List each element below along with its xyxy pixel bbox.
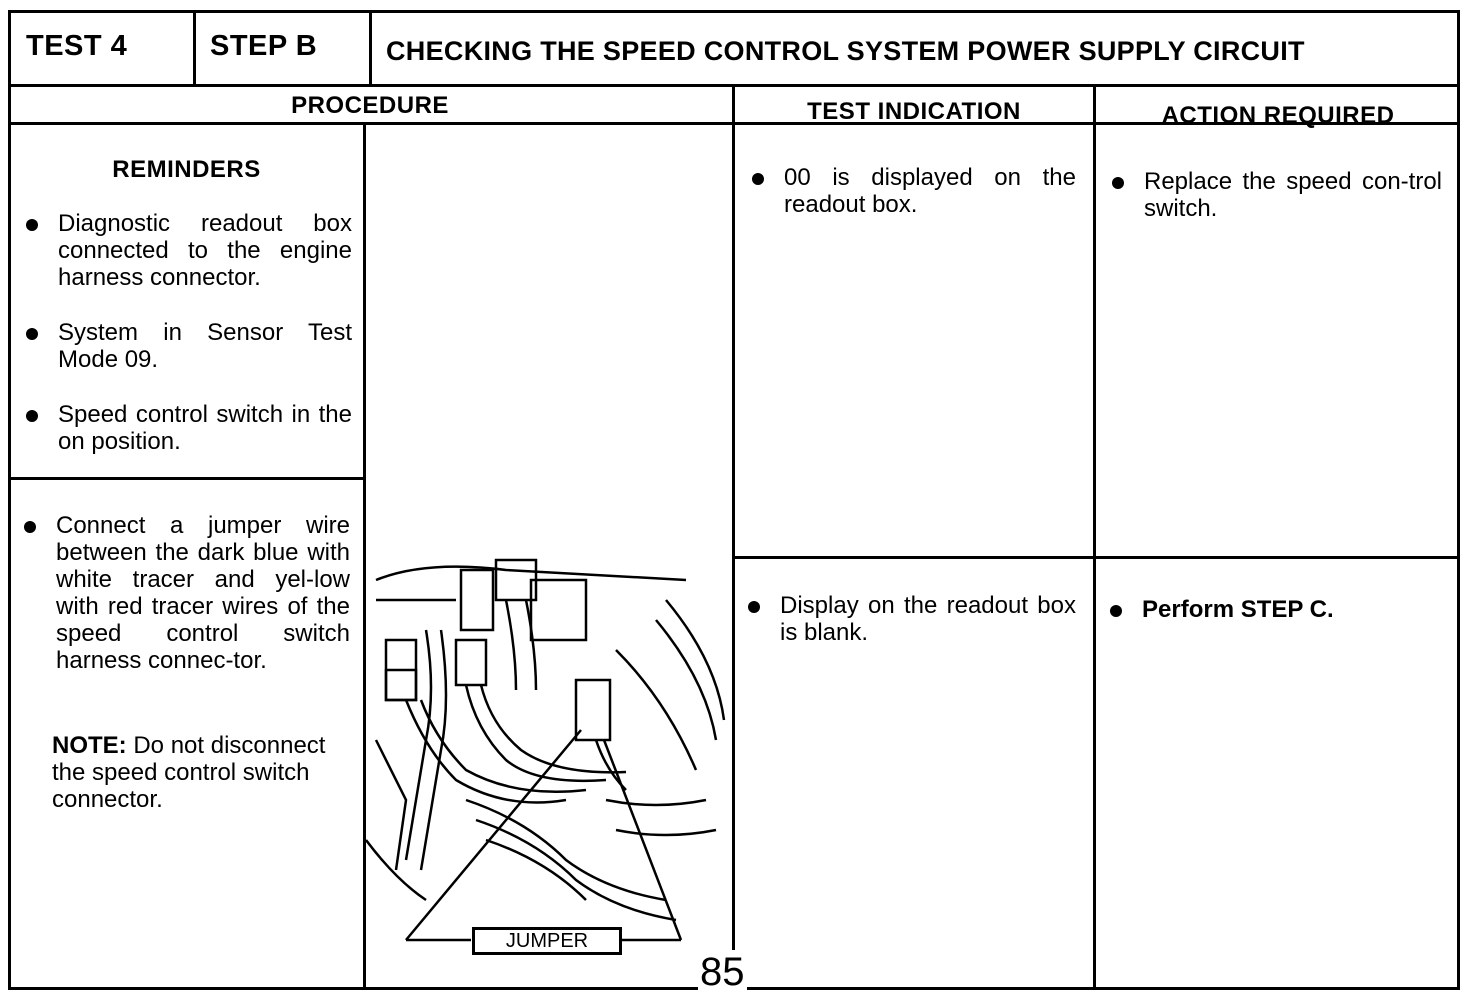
indication-1: 00 is displayed on the readout box. — [750, 164, 1076, 218]
indication-item: Display on the readout box is blank. — [746, 592, 1076, 646]
header-sep-1 — [193, 10, 196, 86]
test-number: TEST 4 — [26, 30, 128, 62]
procedure-note: NOTE: Do not disconnect the speed contro… — [52, 732, 350, 813]
note-text: Do not disconnect the speed control swit… — [52, 732, 326, 813]
procedure-figure-sep — [363, 124, 366, 990]
action-1: Replace the speed con-trol switch. — [1110, 168, 1442, 222]
header-sep-2 — [369, 10, 372, 86]
reminders-title: REMINDERS — [112, 156, 261, 183]
page-number: 85 — [698, 950, 747, 995]
reminders-divider — [8, 477, 365, 480]
indication-item: 00 is displayed on the readout box. — [750, 164, 1076, 218]
jumper-label: JUMPER — [472, 927, 622, 955]
procedure-header: PROCEDURE — [291, 92, 449, 119]
step-label: STEP B — [210, 30, 318, 62]
procedure-item: Connect a jumper wire between the dark b… — [22, 512, 350, 674]
action-item: Replace the speed con-trol switch. — [1110, 168, 1442, 222]
page-title: CHECKING THE SPEED CONTROL SYSTEM POWER … — [386, 36, 1305, 66]
reminder-item: System in Sensor Test Mode 09. — [24, 319, 352, 373]
row-divider — [732, 556, 1460, 559]
col-sep-2 — [1093, 86, 1096, 990]
reminders-list: Diagnostic readout box connected to the … — [24, 210, 352, 455]
indication-2: Display on the readout box is blank. — [746, 592, 1076, 646]
test-indication-header: TEST INDICATION — [807, 98, 1021, 125]
action-item: Perform STEP C. — [1108, 596, 1440, 623]
reminder-item: Speed control switch in the on position. — [24, 401, 352, 455]
procedure-list: Connect a jumper wire between the dark b… — [22, 512, 350, 674]
harness-illustration — [366, 558, 726, 942]
action-required-header: ACTION REQUIRED — [1161, 102, 1395, 129]
note-label: NOTE: — [52, 732, 127, 759]
col-sep-1 — [732, 86, 735, 990]
reminder-item: Diagnostic readout box connected to the … — [24, 210, 352, 291]
action-2: Perform STEP C. — [1108, 596, 1440, 623]
header-divider — [8, 84, 1460, 87]
